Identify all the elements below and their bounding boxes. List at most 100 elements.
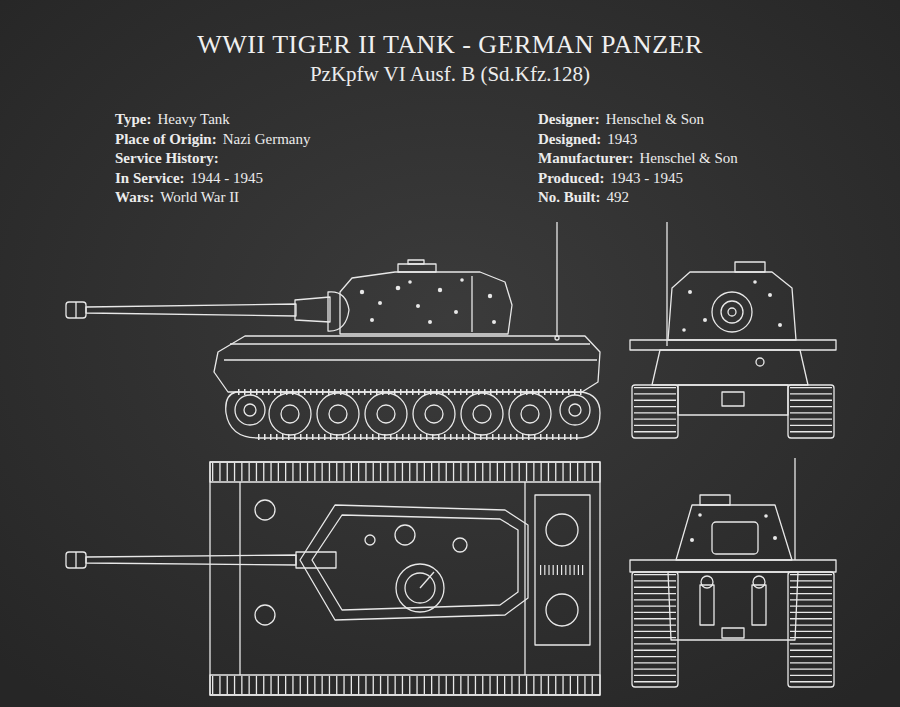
track (210, 675, 600, 695)
side-view (66, 222, 600, 438)
idler-wheel (560, 395, 590, 425)
turret (340, 272, 512, 334)
track (210, 462, 600, 482)
rear-plate (668, 572, 798, 640)
exhaust-pipe (700, 585, 714, 625)
antenna-base (555, 336, 559, 340)
idler-hub (569, 404, 581, 416)
spec-row: Manufacturer:Henschel & Son (538, 149, 738, 168)
tow-bracket (722, 392, 744, 406)
spec-key: In Service: (115, 170, 185, 186)
hull-outline (210, 462, 600, 695)
rear-view (630, 458, 836, 687)
deck-grille (540, 565, 585, 575)
fenders (630, 340, 836, 350)
engine-deck-edge (524, 482, 525, 675)
cupola-hatch (405, 573, 435, 603)
track-links (634, 574, 676, 685)
exhaust-pipe (752, 585, 766, 625)
antenna (666, 222, 667, 346)
fan-grille (546, 594, 578, 626)
track (788, 572, 834, 687)
spec-key: Place of Origin: (115, 131, 217, 147)
exhaust-cap (701, 576, 713, 588)
wheel-hub (425, 405, 443, 423)
spec-key: Service History: (115, 150, 219, 166)
spec-value: Henschel & Son (606, 111, 704, 127)
spec-value: Heavy Tank (157, 111, 229, 127)
spec-row: Wars:World War II (115, 188, 239, 207)
spec-row: Produced:1943 - 1945 (538, 169, 683, 188)
turret-front (668, 272, 796, 340)
ventilator (453, 538, 467, 552)
road-wheel (269, 393, 311, 435)
cupola (700, 495, 730, 505)
track-links (634, 387, 676, 436)
muzzle-brake-line (75, 552, 76, 568)
track-links (790, 574, 832, 685)
gun-mantlet (328, 292, 349, 331)
spec-key: Produced: (538, 170, 604, 186)
wheel-hub (329, 405, 347, 423)
road-wheel (509, 393, 551, 435)
spec-value: 492 (607, 189, 630, 205)
drive-sprocket (235, 395, 265, 425)
spec-row: Place of Origin: Nazi Germany (115, 130, 311, 149)
tow-bracket (722, 628, 744, 638)
muzzle-brake-line (75, 302, 76, 318)
zimmerit-spots (690, 513, 777, 542)
track (632, 385, 678, 438)
periscope (408, 260, 424, 264)
antenna (794, 458, 795, 560)
spec-key: No. Built: (538, 189, 601, 205)
loader-hatch (395, 525, 415, 545)
track (788, 385, 834, 438)
spec-key: Type: (115, 111, 151, 127)
hull-seam (224, 359, 597, 360)
track-links (790, 387, 832, 436)
road-wheel (461, 393, 503, 435)
driver-hatch (255, 500, 275, 520)
spec-row: Type: Heavy Tank (115, 110, 230, 129)
wheel-hub (377, 405, 395, 423)
turret-rear (676, 505, 792, 560)
turret-seam (471, 276, 472, 332)
engine-deck (535, 495, 590, 645)
fan-grille (546, 514, 578, 546)
cupola (396, 564, 444, 612)
road-wheel (413, 393, 455, 435)
muzzle-brake (66, 552, 86, 568)
subtitle: PzKpfw VI Ausf. B (Sd.Kfz.128) (0, 62, 900, 87)
spec-key: Designed: (538, 131, 601, 147)
muzzle (721, 301, 743, 323)
spec-row: No. Built: 492 (538, 188, 629, 207)
exhaust-cap (753, 576, 765, 588)
spec-row: Designer:Henschel & Son (538, 110, 704, 129)
gun-barrel (86, 304, 296, 316)
cupola (398, 264, 436, 272)
gun-barrel (86, 555, 296, 565)
front-view (630, 222, 836, 438)
gun-mantlet (712, 292, 752, 332)
turret-roof-inner (312, 515, 518, 610)
title: WWII TIGER II TANK - GERMAN PANZER (0, 30, 900, 60)
wheel-hub (521, 405, 539, 423)
track (226, 392, 600, 438)
top-view (66, 462, 600, 695)
lower-hull (678, 385, 788, 415)
wheel-hub (281, 405, 299, 423)
track-links (212, 676, 598, 694)
sprocket-hub (244, 404, 256, 416)
periscope (365, 535, 375, 545)
cupola (735, 262, 765, 272)
road-wheel (365, 393, 407, 435)
spec-value: Nazi Germany (223, 131, 311, 147)
glacis-edge (239, 482, 240, 675)
muzzle-brake (66, 302, 86, 318)
track-links-top (238, 389, 582, 395)
track (632, 572, 678, 687)
spec-value: 1944 - 1945 (191, 170, 264, 186)
hull (214, 336, 600, 392)
